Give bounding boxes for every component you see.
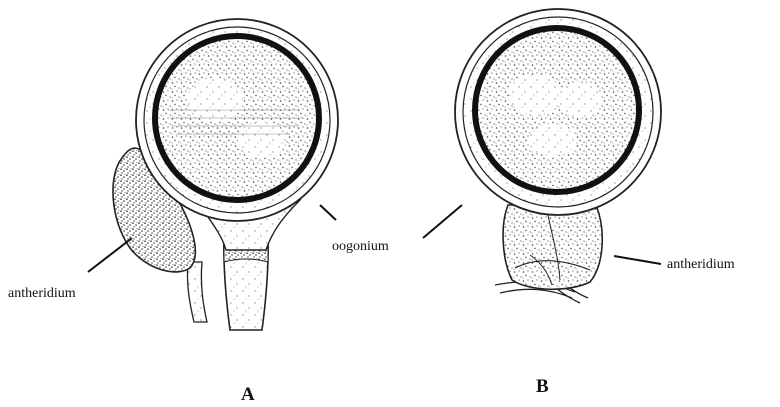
vacuole-b1 — [509, 75, 561, 115]
antheridial-hypha-a — [187, 262, 207, 322]
antheridium-label-a: antheridium — [8, 286, 76, 301]
leader-antheridium-b — [614, 256, 661, 264]
figure-a — [113, 19, 338, 330]
panel-label-a: A — [241, 384, 255, 405]
antheridium-label-b: antheridium — [667, 257, 735, 272]
leader-antheridium-a — [88, 238, 132, 272]
oogonium-label: oogonium — [332, 239, 389, 254]
vacuole-a1 — [187, 78, 243, 122]
vacuole-a2 — [238, 122, 286, 158]
vacuole-b3 — [528, 124, 576, 156]
antheridium-b — [503, 205, 602, 289]
oospore-b — [475, 28, 639, 192]
panel-label-b: B — [536, 376, 549, 397]
leader-oogonium-b — [423, 205, 462, 238]
vacuole-b2 — [558, 82, 602, 118]
leader-oogonium-a — [320, 205, 336, 220]
